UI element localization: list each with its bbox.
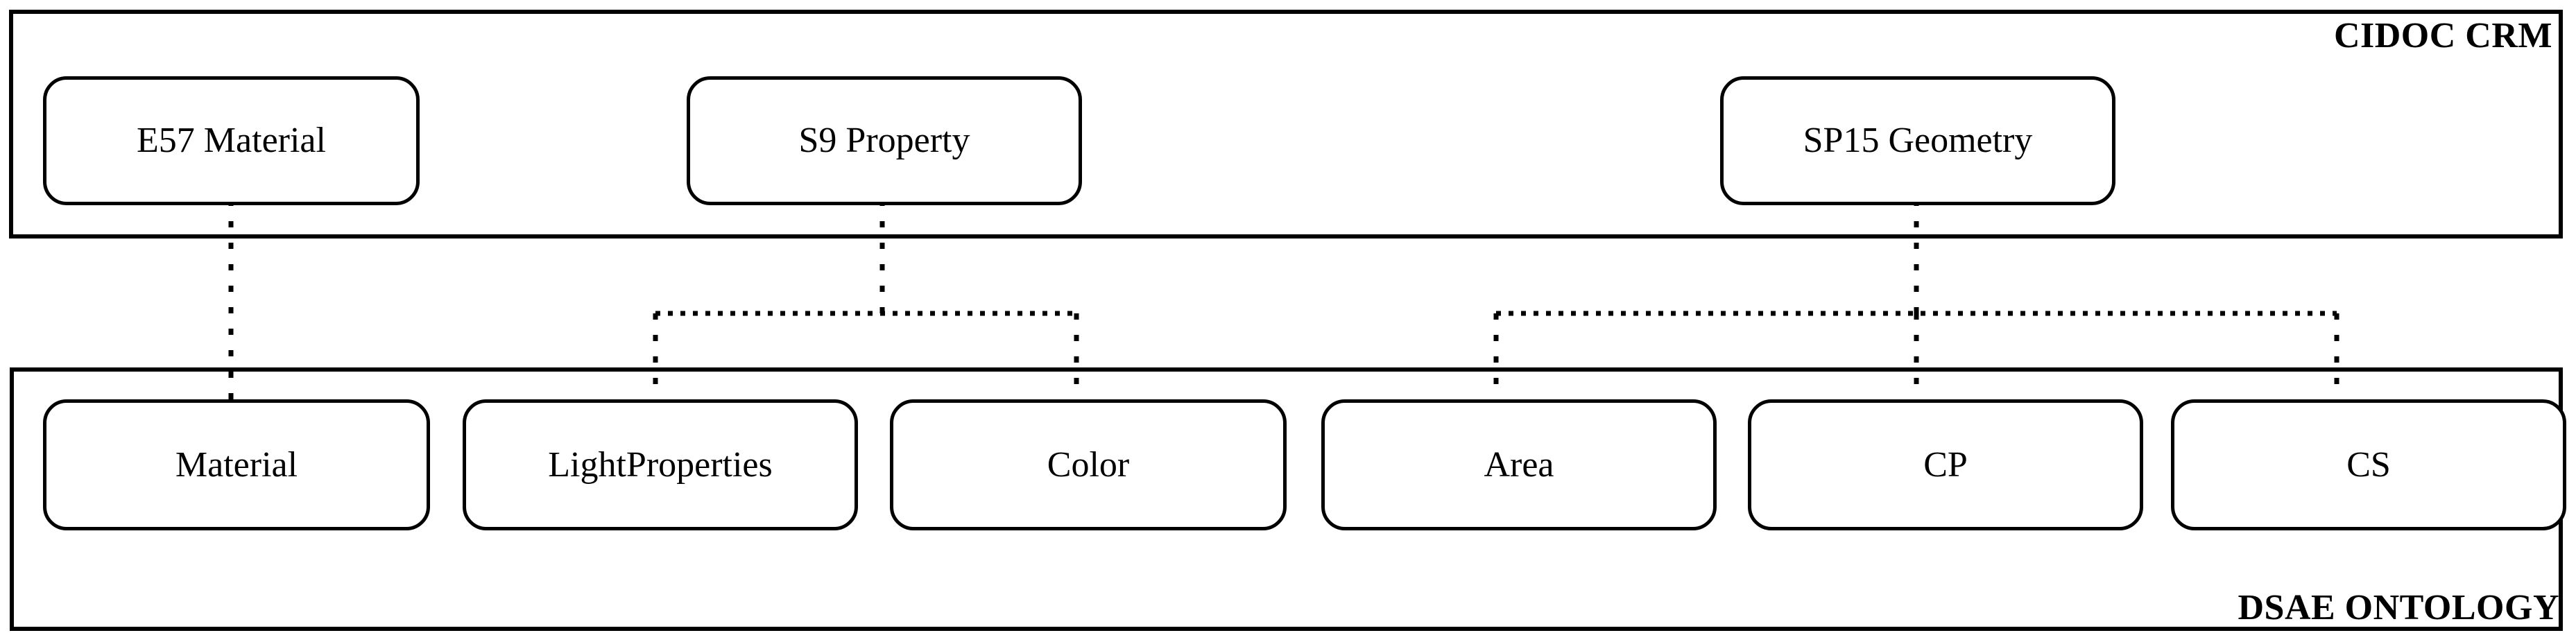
node-material[interactable]: Material [43, 399, 430, 530]
node-area[interactable]: Area [1321, 399, 1717, 530]
node-cp[interactable]: CP [1748, 399, 2143, 530]
node-label-lightproperties: LightProperties [548, 444, 773, 485]
panel-label-cidoc-crm: CIDOC CRM [2333, 16, 2552, 55]
node-label-sp15-geometry: SP15 Geometry [1803, 121, 2033, 160]
node-label-material: Material [175, 444, 298, 485]
node-e57-material[interactable]: E57 Material [43, 76, 420, 205]
node-label-area: Area [1484, 444, 1554, 485]
node-color[interactable]: Color [890, 399, 1287, 530]
node-sp15-geometry[interactable]: SP15 Geometry [1720, 76, 2115, 205]
node-label-cp: CP [1923, 444, 1968, 485]
node-label-s9-property: S9 Property [798, 121, 970, 160]
node-label-e57-material: E57 Material [137, 121, 326, 160]
node-cs[interactable]: CS [2171, 399, 2566, 530]
node-label-color: Color [1047, 444, 1130, 485]
node-lightproperties[interactable]: LightProperties [463, 399, 858, 530]
node-label-cs: CS [2346, 444, 2391, 485]
panel-label-dsae-ontology: DSAE ONTOLOGY [2238, 588, 2559, 627]
node-s9-property[interactable]: S9 Property [687, 76, 1082, 205]
panel-cidoc-crm [9, 10, 2563, 238]
